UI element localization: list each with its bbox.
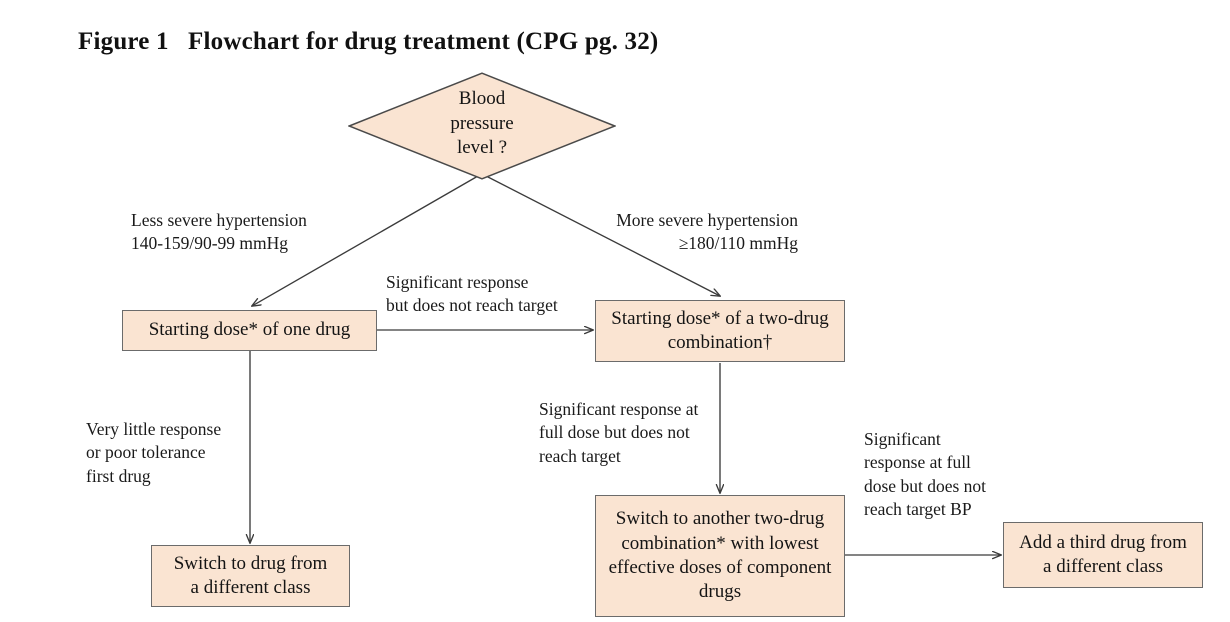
edge-label-less-severe-hypertension: Less severe hypertension 140-159/90-99 m… (131, 210, 307, 254)
third-drug-line-1: Add a third drug from (1019, 531, 1187, 553)
edge-label-more-severe-hypertension: More severe hypertension ≥180/110 mmHg (616, 210, 798, 254)
two-drug-line-1: Starting dose* of a two-drug (611, 307, 829, 329)
node-add-third-drug[interactable]: Add a third drug from a different class (1003, 522, 1203, 588)
edge-label-significant-response-full-dose: Significant response at full dose but do… (539, 399, 699, 466)
switch-combo-line-1: Switch to another two-drug (615, 508, 825, 530)
decision-line-1: Blood (458, 87, 506, 109)
node-switch-drug-different-class[interactable]: Switch to drug from a different class (151, 545, 350, 607)
edge-label-very-little-response: Very little response or poor tolerance f… (86, 419, 222, 486)
switch-class-line-2: a different class (190, 577, 311, 598)
decision-line-3: level ? (456, 137, 508, 159)
switch-combo-line-4: drugs (698, 581, 742, 603)
edge-label-significant-response-full-dose-bp: Significant response at full dose but do… (864, 429, 987, 519)
node-blood-pressure-level-label: Blood pressure level ? (450, 87, 513, 161)
figure-title: Figure 1 Flowchart for drug treatment (C… (78, 28, 659, 55)
node-switch-another-two-drug-combination[interactable]: Switch to another two-drug combination* … (595, 495, 845, 617)
node-blood-pressure-level[interactable]: Blood pressure level ? (348, 72, 616, 180)
switch-combo-line-3: effective doses of component (608, 557, 832, 578)
third-drug-line-2: a different class (1043, 556, 1163, 577)
switch-combo-line-2: combination* with lowest (621, 532, 819, 554)
node-starting-dose-one-drug-label: Starting dose* of one drug (148, 319, 351, 341)
switch-class-line-1: Switch to drug from (173, 552, 328, 574)
node-starting-dose-one-drug[interactable]: Starting dose* of one drug (122, 310, 377, 351)
node-starting-dose-two-drug[interactable]: Starting dose* of a two-drug combination… (595, 300, 845, 362)
decision-line-2: pressure (450, 112, 514, 134)
diamond-shape (348, 72, 616, 180)
two-drug-line-2: combination† (667, 332, 773, 353)
edge-label-significant-response-target: Significant response but does not reach … (386, 272, 558, 316)
